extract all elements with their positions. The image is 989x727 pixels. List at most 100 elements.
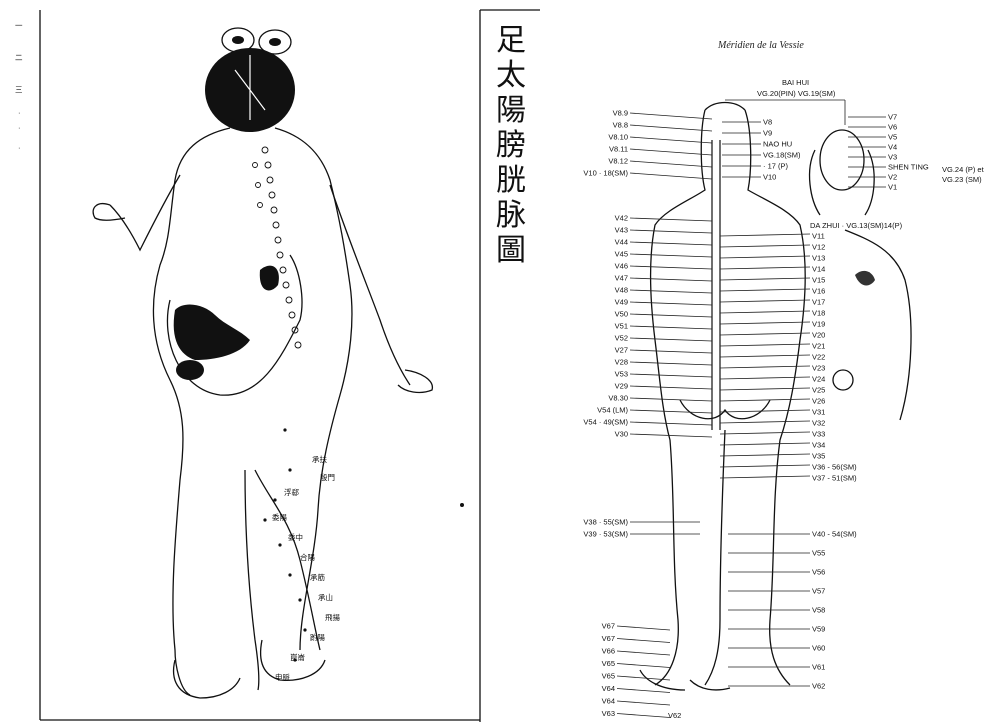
point-label: V8 <box>763 118 772 127</box>
back-point-label: V43 <box>615 226 628 235</box>
chest-mark <box>855 271 875 286</box>
point-label: · 17 (P) <box>763 162 789 171</box>
leader-line <box>720 465 810 467</box>
back-point-label: V29 <box>615 382 628 391</box>
margin-mark: 二 <box>15 53 23 62</box>
figure-head-top <box>705 103 745 111</box>
title-char: 膀 <box>496 128 526 163</box>
leader-line <box>720 234 810 236</box>
vg20-label: VG.20(PIN) VG.19(SM) <box>757 89 836 98</box>
leg-point-label: V57 <box>812 587 825 596</box>
shen-ting-ref: VG.23 (SM) <box>942 175 982 184</box>
leader-line <box>630 290 712 293</box>
back-point-label: V53 <box>615 370 628 379</box>
leg-annotation: 崑崙 <box>290 652 305 662</box>
left-arm <box>110 175 180 250</box>
figure-left-leg <box>655 340 678 685</box>
leg-point-label: V60 <box>812 644 825 653</box>
leader-line <box>630 350 712 353</box>
da-zhui-label: DA ZHUI · VG.13(SM)14(P) <box>810 221 903 230</box>
foot-point-label: V66 <box>602 647 615 656</box>
leg-point-label: V56 <box>812 568 825 577</box>
face-point-label: SHEN TING <box>888 163 929 172</box>
point-label: V9 <box>763 129 772 138</box>
leader-line <box>720 355 810 357</box>
margin-mark: 三 <box>15 85 23 94</box>
back-point-label: V23 <box>812 364 825 373</box>
figure-inner-leg <box>705 430 725 685</box>
foot-left-labels: V67V67V66V65V65V64V64V63 <box>602 622 670 719</box>
point-label: V8.8 <box>613 121 628 130</box>
back-point-label: V48 <box>615 286 628 295</box>
title-char: 脉 <box>496 198 526 233</box>
leg-points <box>263 428 464 661</box>
foot-point-label: V67 <box>602 634 615 643</box>
back-point-label: V28 <box>615 358 628 367</box>
hair-left <box>810 150 820 215</box>
leader-line <box>630 374 712 377</box>
foot-point-label: V65 <box>602 672 615 681</box>
margin-mark: · <box>18 143 21 152</box>
leg-annotation: 跗陽 <box>310 632 325 642</box>
back-point-label: V37 - 51(SM) <box>812 474 857 483</box>
leader-line <box>720 311 810 313</box>
back-point-label: V49 <box>615 298 628 307</box>
foot-point-label: V64 <box>602 684 615 693</box>
leg-point-label: V58 <box>812 606 825 615</box>
cjk-title: 足 太 陽 膀 胱 脉 圖 <box>496 23 526 268</box>
leader-line <box>720 256 810 258</box>
leg-point-label: V39 · 53(SM) <box>583 530 628 539</box>
leg-annotation: 浮郄 <box>284 487 299 497</box>
back-point-label: V17 <box>812 298 825 307</box>
margin-mark: · <box>18 108 21 117</box>
back-point-label: V54 (LM) <box>597 406 628 415</box>
leg-annotation: 承筋 <box>310 572 325 582</box>
right-plate: Méridien de la Vessie BAI <box>583 40 984 720</box>
leader-line <box>720 300 810 302</box>
margin-mark: · <box>18 123 21 132</box>
leader-line <box>630 362 712 365</box>
leader-line <box>617 714 670 718</box>
leg-point-label: V62 <box>812 682 825 691</box>
back-point-label: V14 <box>812 265 825 274</box>
back-point-label: V45 <box>615 250 628 259</box>
leader-line <box>630 338 712 341</box>
back-point-label: V15 <box>812 276 825 285</box>
leg-left-labels: V38 · 55(SM)V39 · 53(SM) <box>583 518 700 539</box>
left-plate: 一 二 三 · · · 足 太 陽 膀 胱 脉 圖 <box>15 10 540 722</box>
back-point-label: V51 <box>615 322 628 331</box>
title-char: 陽 <box>496 93 526 128</box>
face-point-label: V2 <box>888 173 897 182</box>
back-point-label: V21 <box>812 342 825 351</box>
point-label: NAO HU <box>763 140 792 149</box>
leader-line <box>617 639 670 643</box>
leader-line <box>630 326 712 329</box>
leader-line <box>720 410 810 412</box>
leader-line <box>630 242 712 245</box>
foot-bottom-label: V62 <box>668 711 681 720</box>
leg-point-label: V55 <box>812 549 825 558</box>
back-point-label: V30 <box>615 430 628 439</box>
head-mid-labels: V8V9NAO HUVG.18(SM)· 17 (P)V10 <box>722 118 801 182</box>
face-point-label: V1 <box>888 183 897 192</box>
back-point-label: V19 <box>812 320 825 329</box>
leader-line <box>630 113 712 119</box>
leader-line <box>630 149 712 155</box>
leader-line <box>630 434 712 437</box>
leg-annotations: 承扶 殷門 浮郄 委陽 委中 合陽 承筋 承山 飛揚 跗陽 崑崙 申脈 <box>272 454 340 682</box>
point-label: V8.9 <box>613 109 628 118</box>
leader-line <box>720 421 810 423</box>
back-point-label: V32 <box>812 419 825 428</box>
leg-annotation: 飛揚 <box>325 612 340 622</box>
back-point-label: V26 <box>812 397 825 406</box>
back-point-label: V13 <box>812 254 825 263</box>
back-left-labels: V42V43V44V45V46V47V48V49V50V51V52V27V28V… <box>583 214 712 439</box>
point-label: V10 <box>763 173 776 182</box>
title-char: 太 <box>496 58 526 93</box>
face-point-label: V6 <box>888 123 897 132</box>
leader-line <box>630 422 712 425</box>
leader-line <box>720 245 810 247</box>
left-foot <box>174 660 240 698</box>
